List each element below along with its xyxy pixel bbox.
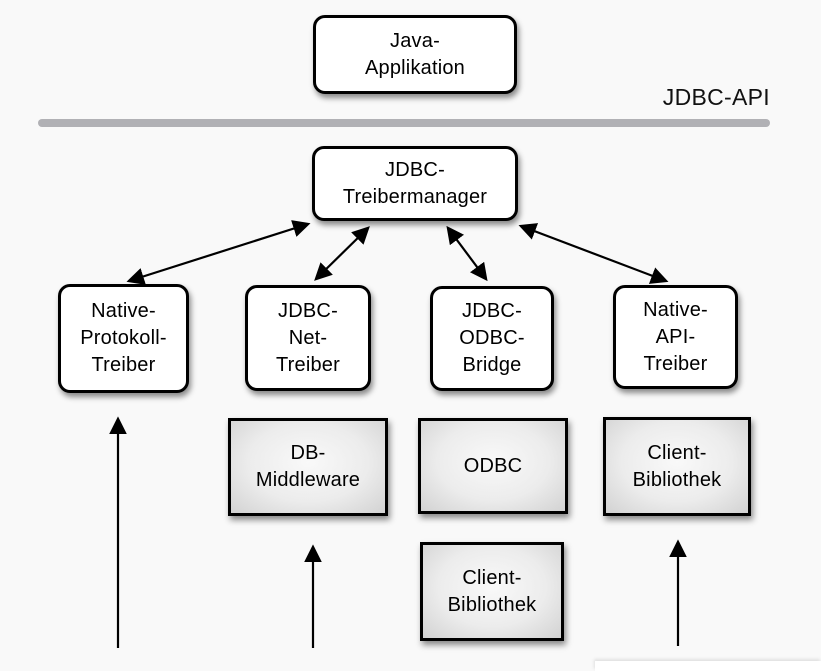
node-client-bibliothek-right: Client- Bibliothek (603, 417, 751, 516)
arrow-manager-native-api (518, 223, 669, 284)
node-odbc-label: ODBC (463, 454, 523, 477)
arrow-manager-native-protokoll (126, 220, 311, 285)
node-jdbc-odbc-bridge-label: JDBC- ODBC- Bridge (459, 300, 525, 376)
node-db-middleware-label: DB- Middleware (255, 442, 361, 491)
node-java-applikation-label: Java- Applikation (364, 29, 466, 79)
node-jdbc-net-treiber: JDBC- Net- Treiber (245, 285, 371, 391)
node-native-api-treiber-label: Native- API- Treiber (643, 298, 708, 375)
node-jdbc-odbc-bridge: JDBC- ODBC- Bridge (430, 286, 554, 391)
node-jdbc-treibermanager-label: JDBC- Treibermanager (342, 158, 488, 208)
cutoff-box-bottom-right (595, 661, 821, 671)
jdbc-api-layer-label: JDBC-API (662, 84, 770, 110)
node-java-applikation: Java- Applikation (313, 15, 517, 94)
node-native-protokoll-treiber: Native- Protokoll- Treiber (58, 284, 189, 393)
node-db-middleware: DB- Middleware (228, 418, 388, 516)
node-client-bibliothek-right-label: Client- Bibliothek (632, 441, 722, 491)
arrow-manager-jdbc-net (314, 226, 370, 281)
node-jdbc-net-treiber-label: JDBC- Net- Treiber (275, 299, 340, 376)
arrow-manager-jdbc-odbc (446, 225, 488, 282)
node-native-protokoll-treiber-label: Native- Protokoll- Treiber (80, 300, 167, 376)
node-jdbc-treibermanager: JDBC- Treibermanager (312, 146, 518, 221)
node-client-bibliothek-mid-label: Client- Bibliothek (447, 566, 537, 616)
node-odbc: ODBC (418, 418, 568, 514)
node-native-api-treiber: Native- API- Treiber (613, 285, 738, 389)
node-client-bibliothek-mid: Client- Bibliothek (420, 542, 564, 641)
api-divider-line (38, 119, 770, 127)
